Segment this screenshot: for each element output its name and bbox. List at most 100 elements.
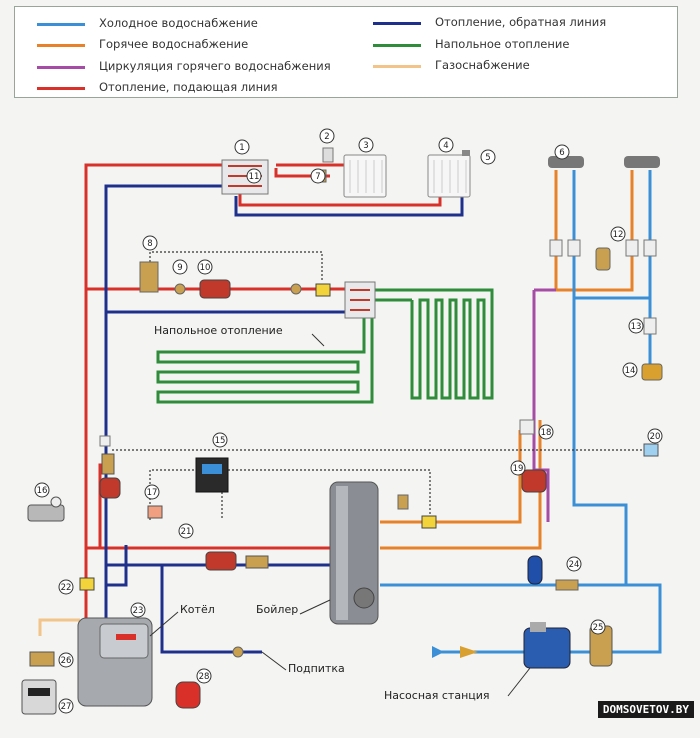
legend-label: Холодное водоснабжение [99, 16, 258, 30]
supply-to-radiator-4 [238, 190, 442, 207]
pump-station [523, 627, 571, 669]
hot-water-lines [380, 170, 634, 550]
inlet-valve [460, 646, 478, 658]
marker-11: 11 [249, 172, 260, 182]
return-podpitka [160, 565, 262, 654]
radiator-4 [427, 154, 471, 198]
pump-10 [199, 279, 231, 299]
filter-left [101, 453, 115, 475]
marker-27: 27 [61, 702, 72, 712]
boiler-highlight [336, 486, 348, 620]
filter-boiler [245, 555, 269, 569]
marker-16: 16 [37, 486, 48, 496]
marker-8: 8 [147, 239, 152, 249]
pressure-gauge [530, 622, 546, 632]
valve-9 [174, 283, 186, 295]
floor-manifold-pipes [350, 289, 370, 311]
control-line-8 [149, 251, 323, 282]
legend-label: Отопление, обратная линия [435, 15, 607, 29]
marker-6: 6 [559, 148, 564, 158]
thermostatic-head-2 [322, 147, 334, 163]
gas-meter-display [28, 688, 50, 696]
coil-left [156, 310, 374, 404]
mixer-12 [595, 247, 611, 271]
control-line-15 [149, 469, 431, 520]
legend-swatch [37, 87, 85, 90]
leader-pump-station [507, 667, 531, 697]
floor-heating-coils [156, 288, 494, 404]
marker-3: 3 [363, 141, 368, 151]
coil-right [372, 288, 494, 400]
cold-water-lines [380, 170, 662, 654]
marker-7: 7 [315, 172, 320, 182]
taps-6 [548, 156, 660, 168]
tap-6a [548, 156, 584, 168]
marker-12: 12 [613, 230, 624, 240]
legend-label: Газоснабжение [435, 58, 530, 72]
supply-main [84, 163, 236, 618]
marker-5: 5 [485, 153, 490, 163]
marker-18: 18 [541, 428, 552, 438]
return-radiators [234, 192, 464, 217]
pump-boiler [205, 551, 237, 571]
leader-boiler [299, 599, 331, 615]
gas-boiler-panel [99, 623, 149, 659]
valve-circ [519, 419, 535, 435]
tap-6b [624, 156, 660, 168]
tap-14 [641, 363, 663, 381]
marker-23: 23 [133, 606, 144, 616]
valve-cold-1 [567, 239, 581, 257]
marker-4: 4 [443, 141, 448, 151]
marker-28: 28 [199, 672, 210, 682]
boiler-sensor [421, 515, 437, 529]
controller-15 [195, 457, 229, 493]
gas-valve-26 [29, 651, 55, 667]
marker-21: 21 [181, 527, 192, 537]
marker-20: 20 [650, 432, 661, 442]
radiator-3 [343, 154, 387, 198]
legend-swatch [373, 65, 421, 68]
legend-label: Циркуляция горячего водоснабжения [99, 59, 331, 73]
legend-label: Горячее водоснабжение [99, 37, 249, 51]
marker-13: 13 [631, 322, 642, 332]
controller-screen [202, 464, 222, 474]
sensor-yellow [315, 283, 331, 297]
label-floor-heating: Напольное отопление [154, 324, 283, 337]
marker-26: 26 [61, 656, 72, 666]
leader-kotel [149, 611, 179, 637]
mixing-valve-8 [139, 261, 159, 293]
check-valve-24 [555, 579, 579, 591]
expansion-tank-28 [175, 681, 201, 709]
ball-valve [290, 283, 302, 295]
inlet-arrow [432, 646, 444, 658]
legend-swatch [37, 66, 85, 69]
podpitka-valve [232, 646, 244, 658]
marker-19: 19 [513, 464, 524, 474]
marker-24: 24 [569, 560, 580, 570]
hot-water-from-boiler [380, 420, 542, 550]
cold-water-risers [572, 170, 652, 300]
radiator-3-fins [349, 160, 383, 193]
valve-22 [79, 577, 95, 591]
legend-swatch [373, 44, 421, 47]
legend-label: Напольное отопление [435, 37, 570, 51]
legend-swatch [37, 23, 85, 26]
expansion-tank-24 [527, 555, 543, 585]
marker-25: 25 [593, 623, 604, 633]
gauge-16 [50, 496, 62, 508]
valve-13 [643, 317, 657, 335]
label-kotel: Котёл [180, 603, 215, 616]
valve-hot-2 [625, 239, 639, 257]
legend-label: Отопление, подающая линия [99, 80, 278, 94]
valve-cold-2 [643, 239, 657, 257]
marker-1: 1 [239, 143, 244, 153]
legend-swatch [37, 44, 85, 47]
legend-swatch [373, 22, 421, 25]
leader-podpitka [261, 651, 287, 671]
gas-boiler-logo [116, 634, 136, 640]
legend: Холодное водоснабжение Горячее водоснабж… [14, 6, 678, 98]
radiator-4-fins [433, 160, 467, 193]
boiler-flange [353, 587, 375, 609]
